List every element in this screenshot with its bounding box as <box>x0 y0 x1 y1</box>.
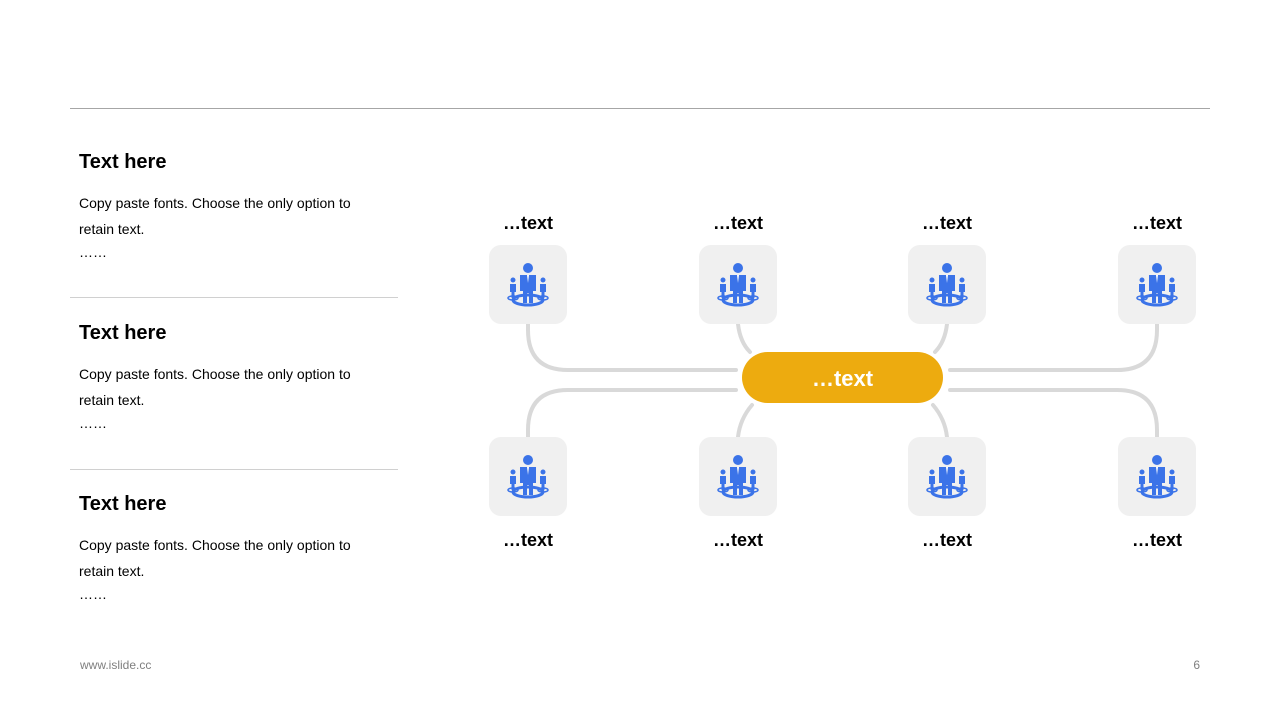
node-top-2 <box>699 245 777 324</box>
section-body: Copy paste fonts. Choose the only option… <box>79 195 351 237</box>
section-title: Text here <box>79 151 167 173</box>
section-divider <box>70 297 398 298</box>
node-label-top-4: …text <box>1132 213 1182 233</box>
node-label-bottom-4: …text <box>1132 530 1182 550</box>
node-bottom-4 <box>1118 437 1196 516</box>
connector-bottom-left <box>526 388 738 439</box>
section-body: Copy paste fonts. Choose the only option… <box>79 537 351 579</box>
section-ellipsis: …… <box>79 244 107 260</box>
page-number: 6 <box>1193 658 1200 672</box>
node-top-1 <box>489 245 567 324</box>
connector-bottom-inner-right <box>931 403 949 439</box>
connector-top-right <box>948 322 1159 372</box>
connector-bottom-inner-left <box>736 403 754 439</box>
node-bottom-1 <box>489 437 567 516</box>
node-label-bottom-3: …text <box>922 530 972 550</box>
connector-top-inner-left <box>736 322 752 354</box>
node-bottom-2 <box>699 437 777 516</box>
node-label-bottom-1: …text <box>503 530 553 550</box>
text-section-2: Text here Copy paste fonts. Choose the o… <box>70 321 398 433</box>
section-ellipsis: …… <box>79 415 107 431</box>
connector-bottom-right <box>948 388 1159 439</box>
text-section-1: Text here Copy paste fonts. Choose the o… <box>70 150 398 262</box>
center-hub <box>742 352 943 403</box>
section-title: Text here <box>79 493 167 515</box>
section-body: Copy paste fonts. Choose the only option… <box>79 366 351 408</box>
section-divider <box>70 469 398 470</box>
node-label-bottom-2: …text <box>713 530 763 550</box>
connector-top-left <box>526 322 738 372</box>
node-label-top-2: …text <box>713 213 763 233</box>
node-top-4 <box>1118 245 1196 324</box>
node-label-top-1: …text <box>503 213 553 233</box>
node-label-top-3: …text <box>922 213 972 233</box>
connector-top-inner-right <box>933 322 949 354</box>
top-rule <box>70 108 1210 109</box>
node-top-3 <box>908 245 986 324</box>
center-label: …text <box>812 366 874 391</box>
section-ellipsis: …… <box>79 586 107 602</box>
footer-website: www.islide.cc <box>80 658 152 672</box>
section-title: Text here <box>79 322 167 344</box>
text-section-3: Text here Copy paste fonts. Choose the o… <box>70 492 398 604</box>
node-bottom-3 <box>908 437 986 516</box>
